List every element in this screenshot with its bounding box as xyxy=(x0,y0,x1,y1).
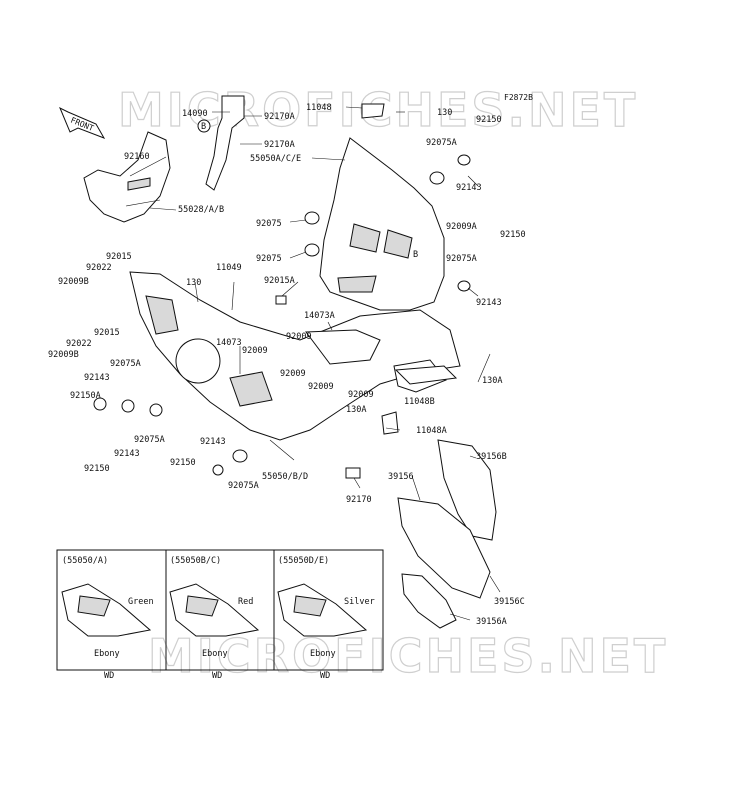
callout-92009-2: 92009 xyxy=(286,332,312,342)
bracket-14090-part xyxy=(197,95,245,191)
watermark-bottom: MICROFICHES.NET xyxy=(148,629,668,683)
color-box-base: Ebony xyxy=(310,649,336,659)
callout-14073a: 14073A xyxy=(304,311,335,321)
callout-130a-2: 130A xyxy=(346,405,366,415)
callout-11049: 11049 xyxy=(216,263,242,273)
callout-92075a-3: 92075A xyxy=(110,359,141,369)
callout-92009-3: 92009 xyxy=(280,369,306,379)
callout-92170a-2: 92170A xyxy=(264,140,295,150)
callout-92143-2: 92143 xyxy=(476,298,502,308)
inner-fairing-part xyxy=(83,131,171,223)
color-box-code: WD xyxy=(212,671,222,681)
front-arrow-icon: FRONT xyxy=(59,106,106,139)
callout-92015a: 92015A xyxy=(264,276,295,286)
callout-92009-1: 92009 xyxy=(242,346,268,356)
small-parts xyxy=(93,154,471,479)
callout-labels: 14090 92170A 92170A B 11048 130 92150 92… xyxy=(48,103,526,627)
callout-55050ace: 55050A/C/E xyxy=(250,154,301,164)
callout-92150a: 92150A xyxy=(70,391,101,401)
callout-92015-1: 92015 xyxy=(106,252,132,262)
callout-130-2: 130 xyxy=(186,278,201,288)
callout-92170: 92170 xyxy=(346,495,372,505)
color-box-silver: (55050D/E) Silver Ebony WD xyxy=(277,556,375,681)
color-box-title: (55050/A) xyxy=(62,556,108,566)
color-box-color: Red xyxy=(238,597,253,607)
callout-92150-2: 92150 xyxy=(500,230,526,240)
callout-11048a: 11048A xyxy=(416,426,447,436)
callout-b-1: B xyxy=(201,122,206,132)
color-variant-table: (55050/A) Green Ebony WD (55050B/C) Red … xyxy=(56,549,384,681)
callout-92150-4: 92150 xyxy=(84,464,110,474)
callout-14073: 14073 xyxy=(216,338,242,348)
side-panels-39156-part xyxy=(397,439,497,629)
callout-92075a-4: 92075A xyxy=(134,435,165,445)
color-box-green: (55050/A) Green Ebony WD xyxy=(61,556,154,681)
color-box-red: (55050B/C) Red Ebony WD xyxy=(169,556,260,681)
callout-92009b-1: 92009B xyxy=(58,277,89,287)
callout-92009-4: 92009 xyxy=(308,382,334,392)
callout-130a-1: 130A xyxy=(482,376,502,386)
callout-92009b-2: 92009B xyxy=(48,350,79,360)
callout-55028: 55028/A/B xyxy=(178,205,224,215)
color-box-base: Ebony xyxy=(94,649,120,659)
callout-11048: 11048 xyxy=(306,103,332,113)
callout-39156c: 39156C xyxy=(494,597,525,607)
callout-39156a: 39156A xyxy=(476,617,507,627)
color-box-title: (55050B/C) xyxy=(170,556,221,566)
color-box-base: Ebony xyxy=(202,649,228,659)
upper-cowl-part xyxy=(319,103,445,311)
color-box-code: WD xyxy=(320,671,330,681)
color-box-color: Silver xyxy=(344,597,375,607)
figure-code: F2872B xyxy=(504,93,533,102)
callout-92150-1: 92150 xyxy=(476,115,502,125)
callout-92075a-5: 92075A xyxy=(228,481,259,491)
callout-11048b: 11048B xyxy=(404,397,435,407)
callout-92075a-1: 92075A xyxy=(426,138,457,148)
callout-92143-3: 92143 xyxy=(84,373,110,383)
callout-92143-4: 92143 xyxy=(200,437,226,447)
callout-92160: 92160 xyxy=(124,152,150,162)
callout-92009-5: 92009 xyxy=(348,390,374,400)
color-box-code: WD xyxy=(104,671,114,681)
callout-92009a: 92009A xyxy=(446,222,477,232)
callout-92022-2: 92022 xyxy=(66,339,92,349)
color-box-color: Green xyxy=(128,597,154,607)
callout-92143-5: 92143 xyxy=(114,449,140,459)
leader-lines xyxy=(129,106,501,621)
callout-92150-3: 92150 xyxy=(170,458,196,468)
callout-39156b: 39156B xyxy=(476,452,507,462)
callout-92015-2: 92015 xyxy=(94,328,120,338)
callout-14090: 14090 xyxy=(182,109,208,119)
callout-b-2: B xyxy=(413,250,418,260)
callout-92075-2: 92075 xyxy=(256,254,282,264)
callout-92170a-1: 92170A xyxy=(264,112,295,122)
callout-92143-1: 92143 xyxy=(456,183,482,193)
callout-92022-1: 92022 xyxy=(86,263,112,273)
color-table-frame xyxy=(56,549,384,671)
callout-92075-1: 92075 xyxy=(256,219,282,229)
callout-39156: 39156 xyxy=(388,472,414,482)
callout-130-1: 130 xyxy=(437,108,452,118)
callout-55050bd: 55050/B/D xyxy=(262,472,308,482)
color-box-title: (55050D/E) xyxy=(278,556,329,566)
callout-92075a-2: 92075A xyxy=(446,254,477,264)
